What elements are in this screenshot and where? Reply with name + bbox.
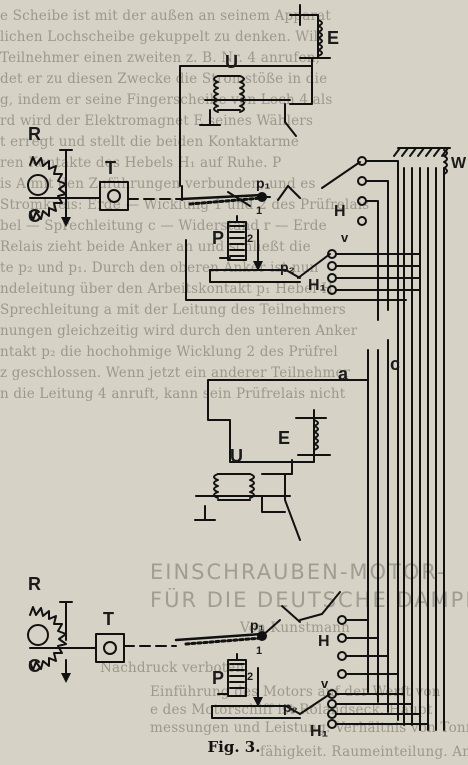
bleed-line: e Scheibe ist mit der außen an seinem Ap… <box>0 8 331 24</box>
bleed-line: te p₂ und p₁. Durch den oberen Anker ist… <box>0 260 319 276</box>
label-v-bottom: v <box>321 676 329 691</box>
box-t-top <box>99 181 129 211</box>
bus-lines <box>335 147 451 731</box>
bleed-line: Teilnehmer einen zweiten z. B. Nr. 4 anr… <box>0 50 321 66</box>
bleed-headline: FÜR DIE DEUTSCHE DAMPF <box>150 588 468 612</box>
label-h-bottom: H <box>318 633 330 650</box>
bleed-line: ntakt p₂ die hochohmige Wicklung 2 des P… <box>0 344 338 360</box>
label-u-bottom: U <box>230 446 243 466</box>
label-e-bottom: E <box>278 428 290 448</box>
label-p: P <box>212 228 224 248</box>
figure-caption: Fig. 3. <box>207 738 261 756</box>
label-c-bottom: C <box>28 656 41 676</box>
label-p1-bottom: p₁ <box>250 617 265 633</box>
label-2: 2 <box>247 233 253 245</box>
relay-u-bottom <box>194 459 301 541</box>
bottom-circuit <box>27 379 429 729</box>
bleed-headline: EINSCHRAUBEN-MOTOR- <box>150 560 447 584</box>
bleed-line: Stromkreis: Erde — Wicklung 1 und 2 des … <box>0 197 370 213</box>
ratchet-wheel-top <box>27 149 101 227</box>
bleed-line: is A mit den Zuführungen verbunden, und … <box>0 176 316 192</box>
label-a: a <box>338 364 349 384</box>
switch-h-bottom <box>337 615 399 679</box>
label-w: W <box>451 155 467 172</box>
relay-p-top <box>209 215 301 283</box>
label-r: R <box>28 124 41 144</box>
contact-p1-top <box>180 185 301 207</box>
magnet-e-bottom <box>207 379 369 463</box>
bleed-note: Nachdruck verboten. <box>100 660 249 676</box>
label-h: H <box>334 203 346 220</box>
bleed-line: n die Leitung 4 anruft, kann sein Prüfre… <box>0 386 346 402</box>
label-r-bottom: R <box>28 574 41 594</box>
bleed-line: fähigkeit. Raumeinteilung. Anordnung der… <box>260 744 468 760</box>
magnet-e-top <box>289 4 331 59</box>
resistor-w <box>443 149 448 175</box>
relay-p-bottom <box>211 653 301 719</box>
bleed-line: det er zu diesen Zwecke die Stromstöße i… <box>0 71 328 87</box>
label-e: E <box>327 28 339 48</box>
ratchet-wheel-bottom <box>27 601 97 683</box>
contact-p1-bottom <box>174 591 341 646</box>
bleed-line: Sprechleitung a mit der Leitung des Teil… <box>0 302 346 318</box>
relay-u-top <box>199 75 297 137</box>
label-t: T <box>105 158 116 178</box>
box-t-bottom <box>95 633 125 663</box>
diagram-labels: E U R T C p₁ 1 P 2 p₂ H v H₁ W a c E U R… <box>28 28 467 740</box>
bleed-line: z geschlossen. Wenn jetzt ein anderer Te… <box>0 365 351 381</box>
label-1-bottom: 1 <box>256 645 262 657</box>
bleed-line: ndeleitung über den Arbeitskontakt p₁ He… <box>0 281 334 297</box>
label-u: U <box>225 52 238 72</box>
label-1: 1 <box>256 205 262 217</box>
label-2-bottom: 2 <box>247 671 253 683</box>
label-h1: H₁ <box>308 277 327 294</box>
label-h1-bottom: H₁ <box>310 723 329 740</box>
bleed-line: t erregt und stellt die beiden Kontaktar… <box>0 134 300 150</box>
label-p2-bottom: p₂ <box>283 699 298 715</box>
bleed-line: ren Kontakte des Hebels H₁ auf Ruhe. P <box>0 155 282 171</box>
label-v: v <box>341 230 349 245</box>
label-p-bottom: P <box>212 668 224 688</box>
top-circuit <box>27 4 451 731</box>
label-p2: p₂ <box>280 259 295 275</box>
label-t-bottom: T <box>103 609 114 629</box>
label-p1: p₁ <box>256 175 271 191</box>
bleed-line: rd wird der Elektromagnet E seines Wähle… <box>0 113 314 129</box>
bleed-line: g, indem er seine Fingerscheibe von Loch… <box>0 92 333 108</box>
label-c: C <box>28 206 41 226</box>
bleed-line: lichen Lochscheibe gekuppelt zu denken. … <box>0 29 323 45</box>
switch-h1-bottom <box>299 689 429 729</box>
bleed-line: nungen gleichzeitig wird durch den unter… <box>0 323 358 339</box>
label-c-line: c <box>390 354 400 374</box>
